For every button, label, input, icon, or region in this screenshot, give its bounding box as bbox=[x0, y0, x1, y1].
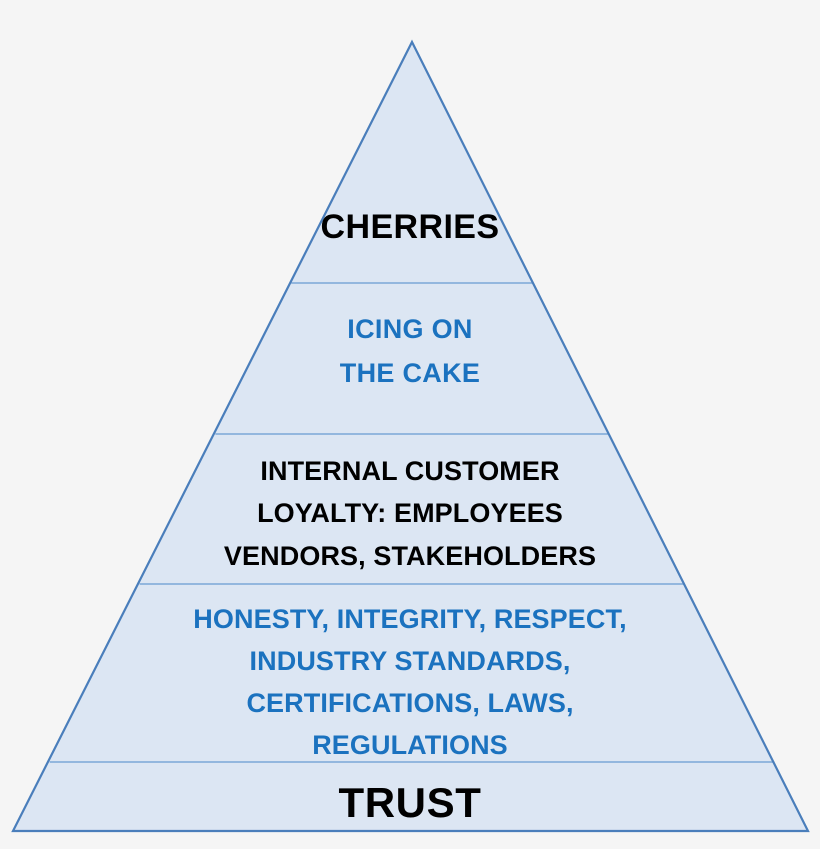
pyramid-outline bbox=[11, 39, 810, 833]
pyramid-body bbox=[13, 42, 808, 831]
